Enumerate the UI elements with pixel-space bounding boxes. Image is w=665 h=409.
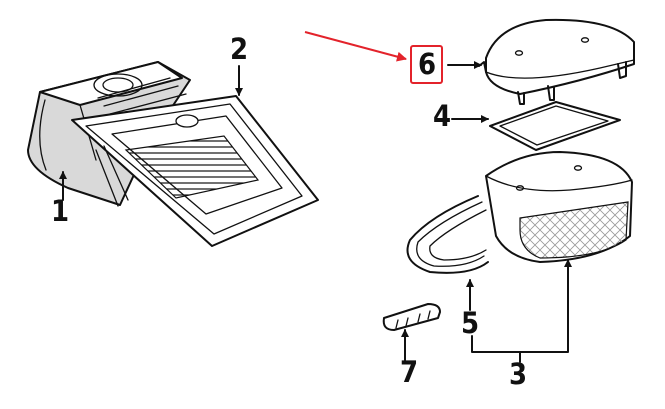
- leader-lines: [59, 61, 572, 363]
- callout-6: 6: [418, 48, 437, 82]
- callout-1: 1: [51, 195, 70, 229]
- highlight-arrow: [304, 31, 407, 62]
- part-3-lamp-assembly: [406, 151, 633, 274]
- part-6-lamp-cover: [478, 18, 635, 105]
- part-4-gasket: [489, 101, 621, 151]
- callout-7: 7: [400, 356, 419, 390]
- part-7-clip: [382, 303, 441, 331]
- callout-4: 4: [433, 100, 452, 134]
- callout-3: 3: [509, 358, 528, 392]
- callout-5: 5: [461, 307, 480, 341]
- callout-2: 2: [230, 33, 249, 67]
- callout-6-highlight-box: [410, 45, 443, 84]
- part-2-console-lid: [71, 95, 319, 247]
